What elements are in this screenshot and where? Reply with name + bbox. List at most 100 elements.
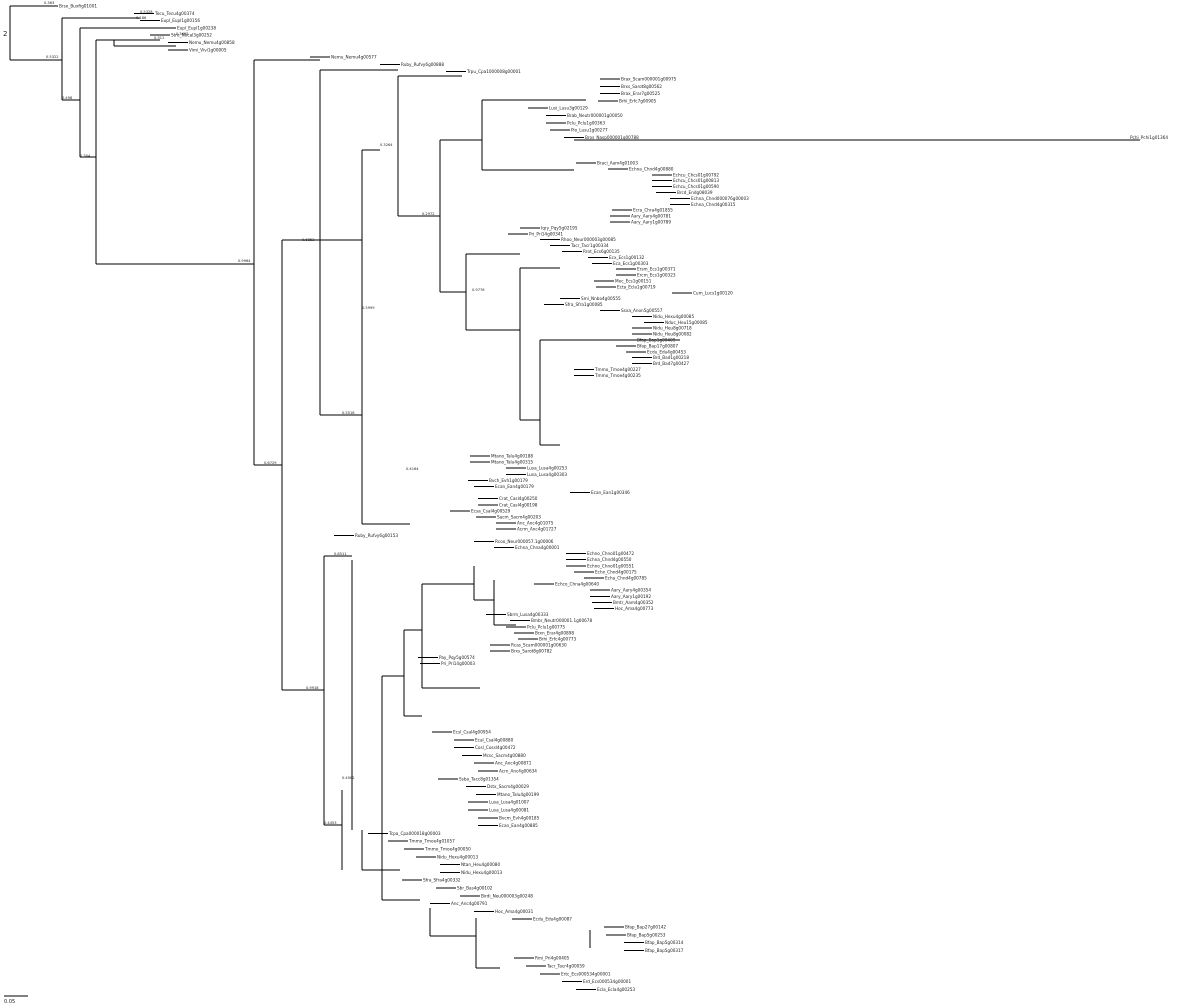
- leaf-label: Lusa_Lusa4g01007: [489, 800, 529, 805]
- leaf-label: Bfap_Bap1g00409: [637, 338, 676, 343]
- leaf-label: Ecan_Ean4g00179: [495, 484, 534, 489]
- support-value: 0.6729: [264, 461, 277, 465]
- support-value: 0.311: [154, 36, 164, 40]
- support-value: 0.3264: [380, 143, 393, 147]
- leaf-label: Stro_Nocal3g00252: [171, 33, 212, 38]
- leaf-label: Sfra_Sfra4g00332: [423, 878, 461, 883]
- leaf-label: Ecla_Ecla4g00253: [597, 987, 635, 992]
- leaf-label: Nemu_Nemu4g00858: [189, 40, 235, 45]
- support-value: 0.3495: [176, 32, 189, 36]
- leaf-label: Pay_Pqy5g00574: [439, 655, 475, 660]
- leaf-label: Cum_Lucs1g00120: [693, 290, 733, 295]
- leaf-label: Trpu_Cpa1000008g00001: [466, 69, 521, 74]
- leaf-label: Bmtr_Aam4g00352: [613, 600, 654, 605]
- leaf-label: Echna_Chnd000076g00003: [691, 196, 749, 201]
- leaf-label: Crat_Casl4g00250: [499, 496, 538, 501]
- leaf-label: Nemu_Nemu4g00577: [331, 55, 377, 60]
- leaf-label: Ecta_Ecla1g00719: [617, 284, 656, 289]
- leaf-label: Bfap_Bap17g00807: [637, 343, 678, 348]
- leaf-label: Ntan_Heu4g00080: [461, 862, 500, 867]
- leaf-label: Braci_Aam4g01003: [597, 161, 638, 166]
- leaf-label: Sbrm_Lusa4g00333: [507, 612, 549, 617]
- support-value: 0.5328: [140, 10, 153, 14]
- leaf-label: Bfap_Bap5g00314: [645, 940, 684, 945]
- leaf-label: Brhi_Erfc7g00905: [619, 98, 657, 103]
- support-value: 0.5518: [342, 411, 355, 415]
- leaf-label: Ersm_Ecs1g00371: [637, 267, 676, 272]
- leaf-label: Rhoo_Neur000003g00085: [561, 237, 616, 242]
- leaf-label: Echa_Chnd4g00785: [605, 576, 647, 581]
- leaf-label: Echna_Chnd4g00550: [587, 557, 632, 562]
- leaf-label: Ssba_Tacc8g01354: [459, 776, 499, 781]
- leaf-labels: Brso_Buxfig01001Tecu_Tecu4g00374Eupl_Eup…: [59, 4, 1168, 992]
- leaf-label: Ecsa_Csal4g00529: [471, 508, 511, 513]
- leaf-label: Cosl_Cossl4g00472: [475, 745, 516, 750]
- leaf-label: Anc_Anc4g00791: [451, 901, 488, 906]
- support-value: 0.363: [44, 1, 54, 5]
- leaf-label: Brso_Buxfig01001: [59, 4, 97, 9]
- leaf-label: Eca_Ecs1g00303: [613, 261, 649, 266]
- support-value: 0.9918: [306, 686, 319, 690]
- leaf-label: Echno_Chno01g00472: [587, 551, 634, 556]
- leaf-label: Anc_Anc4g00871: [495, 761, 532, 766]
- leaf-label: Rcoo_Neur000057.1g00006: [495, 539, 554, 544]
- leaf-label: Pri_Pri14g00341: [529, 231, 563, 236]
- leaf-label: Brd_Bad1g00218: [653, 355, 689, 360]
- leaf-label: Lusa_Lusa4g00081: [489, 808, 529, 813]
- leaf-label: Echna_Chna4g00001: [515, 545, 560, 550]
- leaf-label: Echcu_Chcs01g00590: [673, 184, 719, 189]
- leaf-label: Aary_Aary1g00192: [611, 594, 651, 599]
- leaf-label: Tecu_Tecu4g00374: [154, 11, 195, 16]
- leaf-label: Lusa_Lusa4g00253: [527, 466, 567, 471]
- leaf-label: Lusa_Lusa4g00303: [527, 472, 567, 477]
- leaf-label: Ecra_Chra4g01855: [633, 208, 673, 213]
- leaf-label: Pri_Pri14g00003: [441, 661, 475, 666]
- leaf-label: Brd_Bad7g00427: [653, 361, 689, 366]
- leaf-label: Ecan_Ean4g00885: [499, 823, 538, 828]
- leaf-label: Echco_Chna4g00640: [555, 582, 599, 587]
- leaf-label: Hoc_Ama4g00031: [495, 909, 534, 914]
- support-value: 0.9776: [472, 288, 485, 292]
- support-value: 0.5322: [46, 55, 59, 59]
- leaf-label: Ercm_Ecs1g00323: [637, 273, 676, 278]
- leaf-label: Mtano_Talu4g00315: [491, 460, 533, 465]
- leaf-label: Brhi_Erfc4g00773: [539, 637, 577, 642]
- leaf-label: Ertc_Ecs000534g00001: [561, 971, 611, 976]
- support-value: 0.4164: [406, 467, 419, 471]
- support-value: 0.498: [62, 96, 73, 100]
- leaf-label: Bvcm_Evh4g00185: [499, 815, 540, 820]
- long-branch-leaf-label: Pchi_Pchi1g01364: [1130, 135, 1168, 140]
- leaf-label: Ecdu_Edu4g00453: [647, 349, 686, 354]
- tree-branches: [9, 5, 1140, 990]
- leaf-label: Tmmo_Tmoe4g00227: [594, 367, 641, 372]
- leaf-label: Ruby_Rufvy6g00888: [401, 62, 444, 67]
- leaf-label: Ruby_Rufvy6g00153: [355, 533, 398, 538]
- leaf-label: Rmi_Pri4g00405: [535, 956, 570, 961]
- leaf-label: Brax_Scam000001g00975: [621, 77, 677, 82]
- leaf-label: Ecan_Ean1g00346: [591, 490, 630, 495]
- scale-bar-label: 0.05: [4, 999, 15, 1005]
- leaf-label: Bfap_Bap5g00253: [627, 932, 666, 937]
- leaf-label: Brcd_Endg08039: [677, 190, 713, 195]
- support-value: 0.4562: [342, 776, 355, 780]
- support-values: 0.3630.53280.1860.34950.3110.53220.4980.…: [44, 1, 485, 825]
- leaf-label: Mcsc_Sacm4g00880: [483, 753, 526, 758]
- leaf-label: Tacr_Tacr4g00059: [546, 964, 585, 969]
- leaf-label: Eupl_Eupl1g00238: [177, 25, 216, 30]
- leaf-label: Aary_Aary4g00781: [631, 214, 671, 219]
- leaf-label: Aary_Aary4g00354: [611, 588, 651, 593]
- support-value: 0.8511: [334, 552, 347, 556]
- leaf-label: Brxs_Sarot8g00782: [511, 649, 552, 654]
- leaf-label: Mtano_Talu4g00188: [491, 454, 533, 459]
- leaf-label: Sbr_Bas4g00102: [457, 886, 493, 891]
- leaf-label: Echcu_Chcs01g00813: [673, 178, 719, 183]
- leaf-label: Rrot_Ecs6g00135: [583, 249, 620, 254]
- leaf-label: Sfra_Sfra1g00085: [565, 302, 603, 307]
- leaf-label: Iqry_Pqy5g02195: [541, 225, 578, 230]
- support-value: 0.5999: [362, 306, 375, 310]
- leaf-label: Vimi_Vivi1g00005: [189, 47, 227, 52]
- leaf-label: Nidu_Hexu4g00085: [653, 314, 694, 319]
- leaf-label: Pclu_Pclu1g00363: [567, 120, 605, 125]
- leaf-label: Tacr_Tacr1g00334: [570, 243, 609, 248]
- leaf-label: Rcas_Scam000001g00630: [511, 643, 567, 648]
